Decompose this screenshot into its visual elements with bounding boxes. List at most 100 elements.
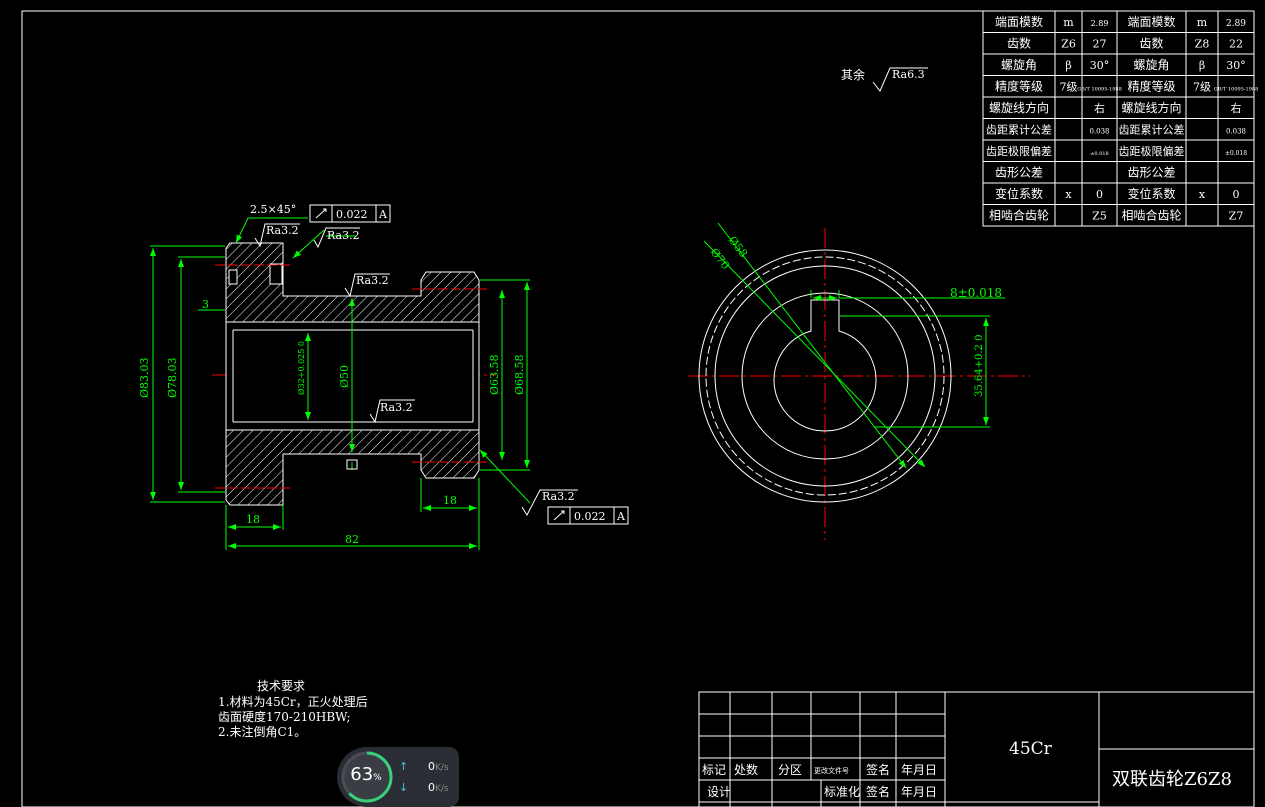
tb-standardize: 标准化 [824, 785, 860, 799]
tb-header-sign: 签名 [866, 762, 890, 777]
ra-label-4: Ra3.2 [380, 401, 413, 414]
dim-keyway-width: 8±0.018 [950, 286, 1002, 300]
title-block [698, 691, 1255, 807]
dim-d70: Ø70 [708, 246, 732, 272]
svg-text:0.022: 0.022 [336, 208, 368, 221]
param-cell-r4-c5: 右 [1231, 101, 1242, 115]
param-cell-r5-c0: 齿距累计公差 [986, 122, 1052, 136]
param-cell-r3-c4: 7级 [1193, 80, 1211, 93]
param-cell-r9-c2: Z5 [1092, 209, 1107, 222]
upload-rate: ↑0K/s [399, 760, 449, 773]
param-cell-r1-c4: Z8 [1195, 37, 1210, 50]
param-cell-r1-c5: 22 [1229, 37, 1243, 50]
param-cell-r1-c2: 27 [1093, 37, 1107, 50]
param-cell-r6-c3: 齿距极限偏差 [1119, 144, 1185, 158]
param-cell-r3-c0: 精度等级 [995, 78, 1043, 93]
tech-req-title: 技术要求 [257, 679, 305, 693]
param-cell-r8-c4: x [1199, 188, 1206, 201]
roughness-note-value: Ra6.3 [892, 68, 925, 81]
param-cell-r0-c3: 端面模数 [1127, 14, 1175, 29]
dim-3: 3 [202, 298, 209, 311]
param-cell-r3-c1: 7级 [1060, 80, 1078, 93]
param-cell-r4-c2: 右 [1094, 101, 1105, 115]
usage-percent: 63% [350, 764, 382, 785]
download-arrow-icon: ↓ [399, 781, 409, 794]
download-rate: ↓0K/s [399, 781, 449, 794]
roughness-note: 其余 Ra6.3 [841, 67, 928, 92]
param-cell-r5-c2: 0.038 [1089, 127, 1109, 135]
param-cell-r2-c0: 螺旋角 [1001, 58, 1037, 72]
param-cell-r9-c5: Z7 [1229, 209, 1244, 222]
param-cell-r0-c0: 端面模数 [995, 14, 1043, 29]
param-cell-r6-c2: ±0.018 [1090, 151, 1109, 157]
tb-header-change-doc: 更改文件号 [814, 766, 849, 775]
section-view: 3 Ø83.03 Ø78.03 Ø32+0.025 0 Ø50 Ø63.58 Ø… [138, 203, 629, 550]
tb-header-zone: 分区 [778, 763, 802, 777]
ra-label-2: Ra3.2 [327, 229, 360, 242]
param-cell-r8-c1: x [1065, 188, 1072, 201]
param-cell-r3-c2: GB/T 10095-1988 [1077, 86, 1122, 92]
tb-date-2: 年月日 [901, 785, 937, 799]
param-cell-r9-c3: 相啮合齿轮 [1121, 207, 1181, 222]
tech-req-line-2: 齿面硬度170-210HBW; [218, 709, 350, 724]
param-cell-r4-c0: 螺旋线方向 [989, 100, 1049, 115]
param-cell-r2-c4: β [1199, 59, 1205, 72]
param-cell-r3-c5: GB/T 10095-1988 [1214, 86, 1259, 92]
param-cell-r5-c5: 0.038 [1226, 127, 1246, 135]
upload-arrow-icon: ↑ [399, 760, 409, 773]
end-view: Ø58 Ø70 8±0.018 35.64+0.2 0 [688, 222, 1030, 540]
svg-text:0.022: 0.022 [574, 510, 606, 523]
network-speed-widget[interactable]: 63% ↑0K/s ↓0K/s [337, 747, 459, 807]
param-cell-r1-c3: 齿数 [1139, 35, 1163, 50]
ra-label-5: Ra3.2 [542, 490, 575, 503]
ra-label-1: Ra3.2 [266, 224, 299, 237]
param-cell-r1-c0: 齿数 [1007, 35, 1031, 50]
tb-header-mark: 标记 [702, 763, 726, 777]
technical-requirements: 技术要求 1.材料为45Cr，正火处理后 齿面硬度170-210HBW; 2.未… [218, 679, 368, 739]
roughness-note-label: 其余 [841, 67, 865, 82]
param-cell-r0-c2: 2.89 [1091, 19, 1109, 28]
title-block-part-name: 双联齿轮Z6Z8 [1112, 769, 1232, 790]
param-cell-r6-c5: ±0.018 [1225, 150, 1247, 157]
ra-label-3: Ra3.2 [356, 274, 389, 287]
dim-d78: Ø78.03 [166, 357, 179, 398]
chamfer-label: 2.5×45° [250, 203, 296, 216]
param-cell-r1-c1: Z6 [1061, 37, 1076, 50]
param-cell-r8-c3: 变位系数 [1127, 186, 1175, 201]
svg-text:A: A [378, 208, 388, 221]
param-cell-r2-c2: 30° [1090, 59, 1110, 72]
dim-18-left: 18 [246, 513, 260, 526]
param-cell-r7-c0: 齿形公差 [995, 165, 1043, 179]
tb-sign-2: 签名 [866, 784, 890, 799]
param-cell-r2-c5: 30° [1226, 59, 1246, 72]
dim-d58: Ø58 [726, 234, 750, 260]
param-cell-r7-c3: 齿形公差 [1127, 165, 1175, 179]
svg-text:A: A [616, 510, 626, 523]
tech-req-line-1: 1.材料为45Cr，正火处理后 [218, 695, 368, 709]
dim-keyway-depth: 35.64+0.2 0 [974, 335, 985, 397]
param-cell-r4-c3: 螺旋线方向 [1121, 100, 1181, 115]
tb-header-date: 年月日 [901, 763, 937, 777]
param-cell-r0-c1: m [1063, 16, 1074, 29]
param-cell-r8-c5: 0 [1233, 188, 1240, 201]
usage-ring-icon [341, 751, 393, 803]
dim-d50: Ø50 [338, 365, 351, 388]
param-cell-r0-c5: 2.89 [1226, 19, 1246, 29]
param-cell-r8-c0: 变位系数 [995, 186, 1043, 201]
param-cell-r0-c4: m [1197, 16, 1208, 29]
dim-d83: Ø83.03 [138, 357, 151, 398]
param-cell-r6-c0: 齿距极限偏差 [986, 144, 1052, 158]
dim-d68: Ø68.58 [513, 354, 526, 395]
param-cell-r5-c3: 齿距累计公差 [1119, 122, 1185, 136]
runout-frame-top: 0.022 A [309, 204, 391, 223]
param-cell-r2-c1: β [1065, 59, 1071, 72]
tb-design: 设计 [707, 785, 731, 799]
param-cell-r3-c3: 精度等级 [1127, 78, 1175, 93]
ra-symbols [254, 223, 578, 517]
param-cell-r9-c0: 相啮合齿轮 [989, 207, 1049, 222]
dim-18-right: 18 [443, 494, 457, 507]
title-block-material: 45Cr [1009, 739, 1053, 759]
tech-req-line-3: 2.未注倒角C1。 [218, 724, 306, 739]
